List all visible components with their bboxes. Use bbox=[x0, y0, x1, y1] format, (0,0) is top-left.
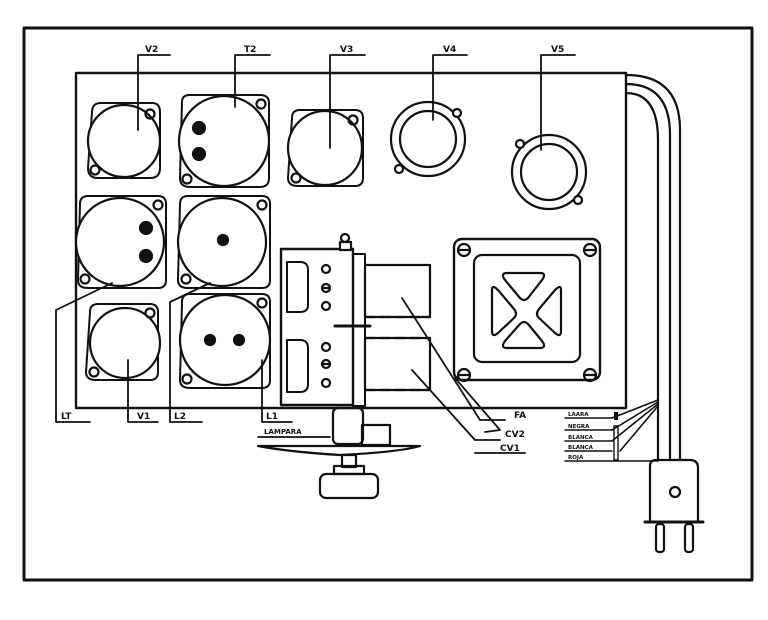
label-cv1: CV1 bbox=[500, 444, 520, 454]
wire-legend: LAARA NEGRA BLANCA BLANCA ROJA bbox=[564, 399, 659, 462]
lt-socket bbox=[74, 195, 167, 289]
wire-label-0: LAARA bbox=[568, 412, 589, 418]
bottom-leader-lines bbox=[55, 282, 506, 441]
label-l1: L1 bbox=[266, 412, 278, 422]
l2-socket bbox=[176, 195, 271, 289]
variable-capacitor bbox=[279, 232, 432, 407]
label-v5: V5 bbox=[551, 45, 564, 55]
label-cv2: CV2 bbox=[505, 430, 525, 440]
label-lampara: LAMPARA bbox=[264, 428, 302, 436]
label-l2: L2 bbox=[174, 412, 186, 422]
v4-ring-socket bbox=[389, 100, 467, 178]
v1-socket bbox=[85, 303, 162, 381]
v2-socket bbox=[86, 102, 162, 179]
label-lt: LT bbox=[61, 412, 72, 422]
wire-label-2: BLANCA bbox=[568, 435, 594, 441]
wire-label-4: ROJA bbox=[568, 455, 584, 461]
label-v2: V2 bbox=[145, 45, 158, 55]
l1-socket bbox=[178, 293, 272, 389]
t2-socket bbox=[177, 94, 271, 188]
v3-socket bbox=[286, 109, 364, 187]
label-v3: V3 bbox=[340, 45, 353, 55]
power-plug bbox=[643, 458, 705, 554]
power-cord bbox=[624, 73, 682, 462]
v5-ring-socket bbox=[510, 133, 588, 211]
outer-frame bbox=[22, 26, 754, 582]
label-fa: FA bbox=[514, 411, 526, 421]
wire-label-3: BLANCA bbox=[568, 445, 594, 451]
label-v4: V4 bbox=[443, 45, 456, 55]
wire-label-1: NEGRA bbox=[568, 424, 590, 430]
top-leader-lines bbox=[137, 54, 576, 151]
speaker-grille bbox=[452, 237, 602, 383]
label-t2: T2 bbox=[244, 45, 256, 55]
tuning-knob bbox=[256, 406, 422, 500]
label-v1: V1 bbox=[137, 412, 150, 422]
